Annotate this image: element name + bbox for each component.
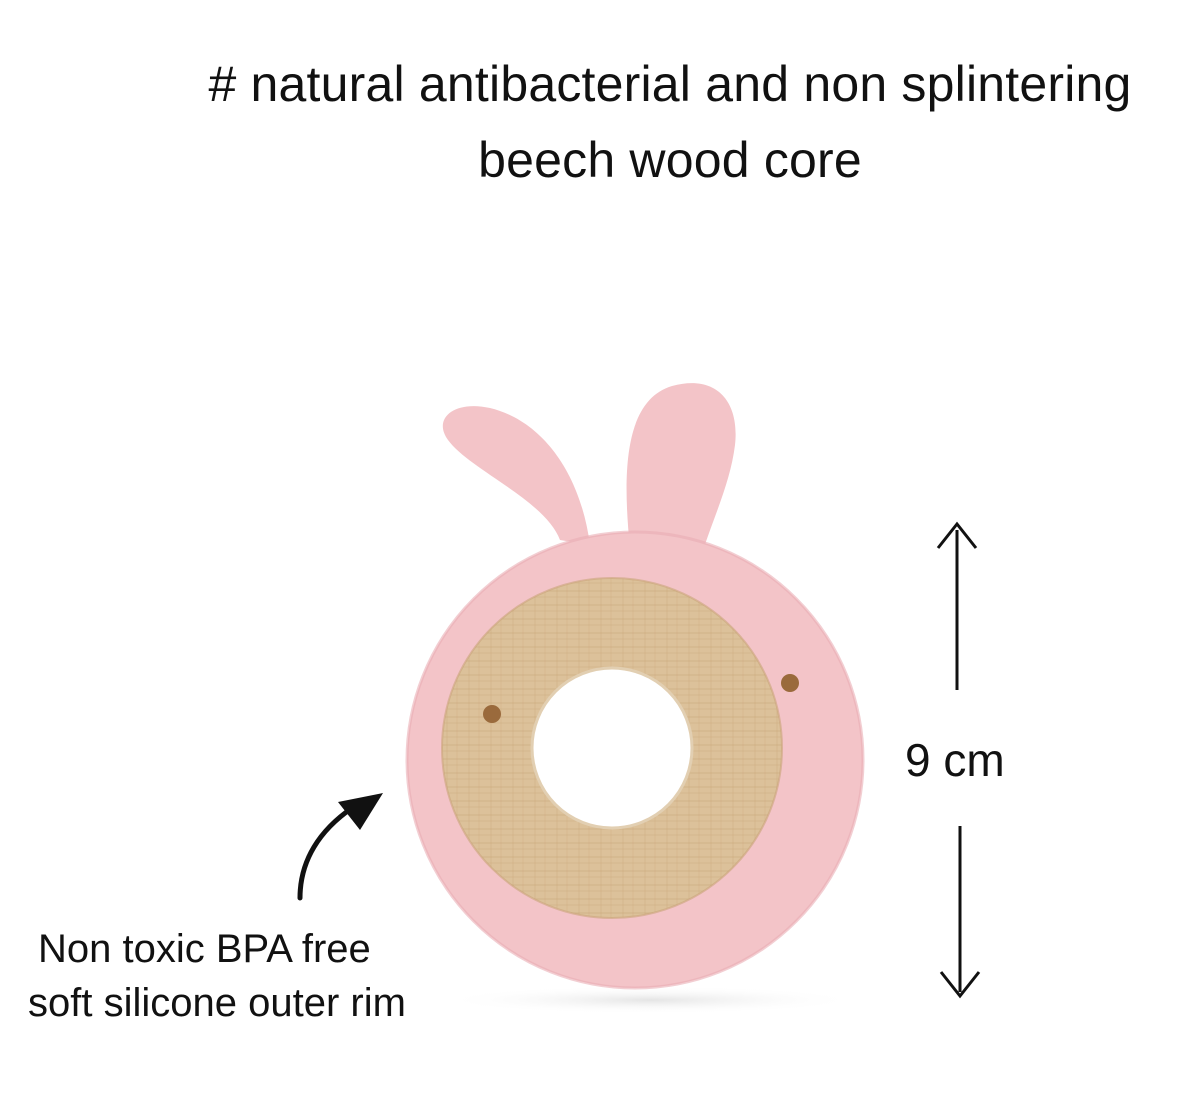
dimension-label: 9 cm (905, 734, 1005, 786)
callout-line-2: soft silicone outer rim (28, 981, 406, 1025)
headline-line-2: beech wood core (478, 132, 862, 188)
callout-line-1: Non toxic BPA free (38, 927, 371, 971)
right-ear (626, 383, 736, 560)
ground-shadow (440, 986, 860, 1014)
down-arrow-icon (939, 826, 981, 999)
wood-core (441, 577, 799, 919)
headline: # natural antibacterial and non splinter… (150, 46, 1190, 198)
left-eye-hole (483, 705, 501, 723)
left-ear (442, 406, 590, 545)
curved-arrow-icon (297, 793, 383, 901)
up-arrow-icon (936, 521, 978, 690)
right-eye-hole (781, 674, 799, 692)
headline-line-1: # natural antibacterial and non splinter… (208, 56, 1132, 112)
callout-caption: Non toxic BPA free soft silicone outer r… (28, 922, 406, 1030)
